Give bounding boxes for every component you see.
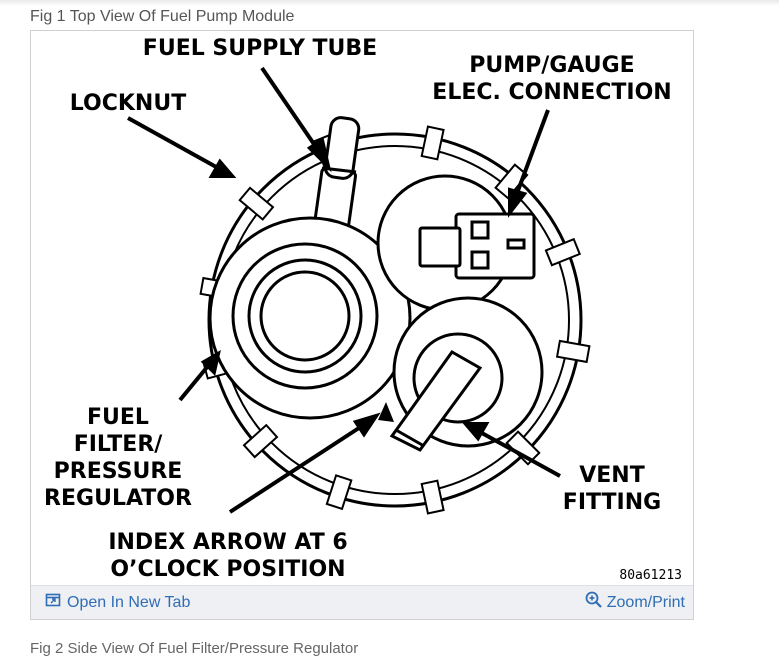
figure-footer: Open In New Tab Zoom/Print (31, 585, 693, 619)
label-filter-2: FILTER/ (74, 432, 164, 457)
zoom-print-link[interactable]: Zoom/Print (584, 590, 685, 615)
open-new-tab-icon (45, 592, 61, 613)
image-code: 80a61213 (619, 568, 682, 583)
index-arrow-mark (378, 402, 394, 422)
label-locknut: LOCKNUT (70, 91, 186, 116)
label-filter-3: PRESSURE (54, 459, 183, 484)
figure-caption: Fig 1 Top View Of Fuel Pump Module (30, 8, 295, 25)
label-pump-gauge-1: PUMP/GAUGE (469, 53, 634, 78)
leader-arrows (127, 66, 561, 514)
label-filter-4: REGULATOR (44, 486, 192, 511)
label-index-2: O’CLOCK POSITION (110, 557, 345, 582)
label-vent-2: FITTING (563, 490, 661, 515)
label-vent-1: VENT (579, 463, 644, 488)
open-in-new-tab-link[interactable]: Open In New Tab (45, 592, 190, 613)
zoom-print-label: Zoom/Print (606, 593, 685, 611)
label-fuel-supply-tube: FUEL SUPPLY TUBE (143, 36, 377, 61)
label-index-1: INDEX ARROW AT 6 (108, 530, 347, 555)
magnifier-plus-icon (584, 590, 604, 615)
label-filter-1: FUEL (87, 405, 149, 430)
open-in-new-tab-label: Open In New Tab (67, 593, 191, 611)
top-shadow-bar (0, 0, 779, 6)
label-pump-gauge-2: ELEC. CONNECTION (432, 80, 671, 105)
fuel-supply-tube (313, 116, 361, 234)
vent-fitting (389, 296, 544, 452)
next-figure-caption: Fig 2 Side View Of Fuel Filter/Pressure … (30, 640, 359, 657)
fuel-filter-regulator (208, 216, 412, 420)
fuel-pump-module-diagram: FUEL SUPPLY TUBE LOCKNUT PUMP/GAUGE ELEC… (44, 36, 682, 583)
